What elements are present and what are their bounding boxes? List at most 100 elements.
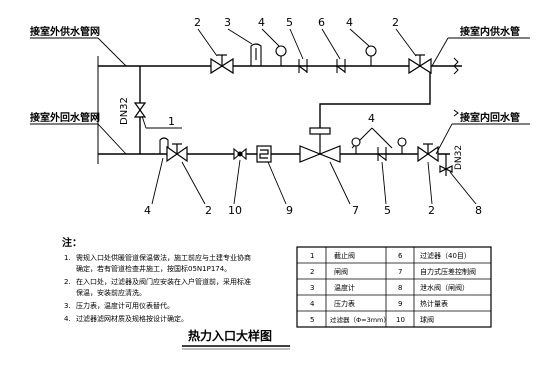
callout-number: 10 xyxy=(228,204,242,217)
callout-leader xyxy=(427,161,433,205)
callout-leader xyxy=(289,28,304,60)
outer-supply-label: 接室外供水管网 xyxy=(30,25,100,38)
note-line: 确定，若有管道检查井施工，按国标05N1P174。 xyxy=(76,264,231,273)
differential-pressure-valve-icon xyxy=(299,127,341,163)
callout-number: 6 xyxy=(318,16,325,29)
pressure-gauge-icon xyxy=(365,45,377,66)
callout-middle: 4 xyxy=(368,112,375,125)
callout-leader xyxy=(449,171,477,205)
break-marks xyxy=(453,57,459,117)
gate-valve-icon xyxy=(210,54,234,75)
notes-heading: 注： xyxy=(62,236,82,249)
pressure-gauge-icon xyxy=(275,45,287,66)
callout-number: 2 xyxy=(194,16,201,29)
callout-leader xyxy=(227,28,253,45)
legend-no: 10 xyxy=(396,316,405,324)
outer-supply-leader-slant xyxy=(97,37,127,67)
coarse-filter-icon xyxy=(336,59,346,73)
inner-supply-leader-slant xyxy=(431,37,449,67)
callouts-bottom: 4 2 10 9 7 5 2 8 xyxy=(144,157,482,217)
legend-text: 1 截止阀 6 过滤器（40目） 2 闸阀 7 自力式压差控制阀 3 温度计 8… xyxy=(310,251,476,324)
legend-table xyxy=(296,246,492,328)
filter-icon xyxy=(298,59,308,73)
callout-leader xyxy=(395,28,417,57)
callout-leader xyxy=(181,161,206,205)
outer-return-leader-slant xyxy=(97,123,127,155)
legend-name: 过滤器（40目） xyxy=(420,251,471,260)
legend-no: 8 xyxy=(398,284,402,292)
notes: 注： 1. 需规入口处供暖管道保温做法，施工前应与土建专业协商 确定，若有管道检… xyxy=(62,236,251,323)
pipe-end-labels: 接室外供水管网 接室外回水管网 接室内供水管 接室内回水管 xyxy=(30,25,530,155)
legend-no: 6 xyxy=(398,252,403,260)
break-mark-supply xyxy=(453,57,459,75)
note-line: 过滤器滤网材质及规格按设计确定。 xyxy=(76,314,188,323)
legend-no: 5 xyxy=(310,316,314,324)
callout-number: 2 xyxy=(428,204,435,217)
callout-leader xyxy=(233,159,241,205)
legend-no: 2 xyxy=(310,268,314,276)
note-number: 2. xyxy=(64,278,71,286)
note-number: 3. xyxy=(64,302,71,310)
inner-supply-label: 接室内供水管 xyxy=(460,25,520,38)
title-block: 热力入口大样图 xyxy=(182,328,290,350)
callout-number: 4 xyxy=(368,112,375,125)
callout-number: 5 xyxy=(286,16,293,29)
callout-leader xyxy=(261,28,280,47)
legend-name: 截止阀 xyxy=(334,251,355,260)
inner-return-leader-slant xyxy=(435,123,453,155)
note-line: 压力表，温度计可用仪表替代。 xyxy=(76,301,174,310)
drain-size-label: DN32 xyxy=(454,145,464,170)
legend-name: 泄水阀（闸阀） xyxy=(420,283,469,292)
callout-number: 2 xyxy=(392,16,399,29)
pressure-gauge-icon xyxy=(351,137,361,154)
legend-name: 温度计 xyxy=(334,283,355,292)
callout-number: 2 xyxy=(205,204,212,217)
inner-return-label: 接室内回水管 xyxy=(460,111,520,124)
callout-leader xyxy=(381,161,387,205)
note-line: 在入口处，过滤器及阀门应安装在入户管道前，采用标准 xyxy=(76,277,251,286)
callout-leader xyxy=(151,157,164,205)
break-mark-bypass xyxy=(453,109,459,117)
legend-no: 7 xyxy=(398,268,402,276)
bypass-size-label: DN32 xyxy=(119,97,130,125)
outer-return-label: 接室外回水管网 xyxy=(30,111,100,124)
callout-number: 4 xyxy=(144,204,151,217)
note-line: 需规入口处供暖管道保温做法，施工前应与土建专业协商 xyxy=(76,253,251,262)
legend-name: 自力式压差控制阀 xyxy=(420,267,476,276)
globe-valve-icon xyxy=(133,102,147,118)
legend-name: 球阀 xyxy=(420,315,434,324)
thermometer-icon xyxy=(159,137,169,154)
legend-border xyxy=(296,246,492,328)
callout-leader xyxy=(197,28,218,57)
note-number: 4. xyxy=(64,315,71,323)
filter-icon xyxy=(377,147,387,161)
legend-name: 热计量表 xyxy=(420,299,448,308)
callout-number: 5 xyxy=(384,204,391,217)
pressure-gauge-icon xyxy=(397,137,407,154)
callouts-top: 2 3 4 5 6 4 2 xyxy=(194,16,417,60)
legend-name: 闸阀 xyxy=(334,267,348,276)
ball-valve-icon xyxy=(233,147,247,161)
callout-leader xyxy=(267,161,287,205)
callout-leader xyxy=(349,28,370,47)
callout-bypass: 1 xyxy=(141,115,182,129)
pipelines xyxy=(97,56,462,164)
callout-number: 9 xyxy=(286,204,293,217)
gate-valve-icon xyxy=(417,143,439,163)
legend-no: 9 xyxy=(398,300,402,308)
drawing-title: 热力入口大样图 xyxy=(188,328,272,343)
heat-meter-icon xyxy=(256,145,272,163)
callout-number: 4 xyxy=(258,16,265,29)
thermometer-icon xyxy=(250,43,262,66)
gate-valve-icon xyxy=(408,54,432,75)
legend-no: 4 xyxy=(310,300,315,308)
callout-number: 4 xyxy=(346,16,353,29)
callout-number: 3 xyxy=(224,16,231,29)
note-number: 1. xyxy=(64,254,71,262)
callout-number: 1 xyxy=(168,115,175,128)
callout-leader xyxy=(321,28,341,60)
legend-name: 过滤器（Φ=3mm） xyxy=(330,315,390,324)
legend-no: 3 xyxy=(310,284,314,292)
